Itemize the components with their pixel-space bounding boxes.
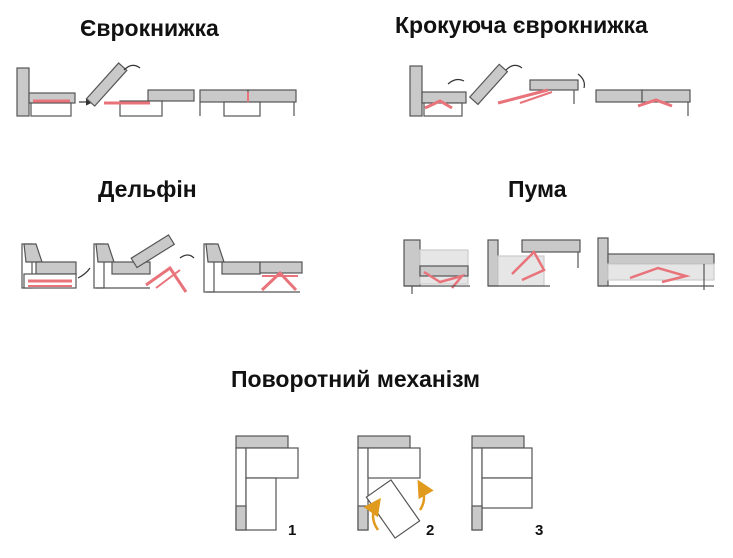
step-number-3: 3 [535, 522, 544, 539]
puma-step-3 [597, 237, 715, 290]
puma-step-2 [487, 239, 581, 287]
puma-diagram [403, 237, 715, 294]
puma-step-1 [403, 239, 470, 294]
evroknyzhka-step-3 [199, 89, 297, 117]
krokuyucha-step-2 [468, 63, 585, 106]
delfin-diagram [21, 234, 303, 293]
povorotnyi-diagram [235, 435, 533, 539]
title-evroknyzhka: Єврокнижка [80, 15, 219, 41]
step-number-2: 2 [426, 522, 435, 539]
povorotnyi-step-1 [235, 435, 299, 531]
title-krokuyucha-evroknyzhka: Крокуюча єврокнижка [395, 12, 648, 38]
evroknyzhka-step-2 [85, 62, 195, 117]
delfin-step-3 [203, 243, 303, 293]
title-delfin: Дельфін [98, 176, 197, 202]
title-puma: Пума [508, 176, 567, 202]
title-povorotnyi-mekhanizm: Поворотний механізм [231, 366, 481, 392]
delfin-step-1 [21, 243, 91, 289]
povorotnyi-step-2 [357, 435, 434, 539]
evroknyzhka-step-1 [16, 67, 76, 117]
delfin-step-2 [93, 234, 195, 293]
krokuyucha-diagram [409, 63, 691, 117]
evroknyzhka-diagram [16, 62, 297, 117]
step-number-1: 1 [288, 522, 297, 539]
povorotnyi-step-3 [471, 435, 533, 531]
krokuyucha-step-3 [595, 89, 691, 116]
krokuyucha-step-1 [409, 65, 467, 117]
